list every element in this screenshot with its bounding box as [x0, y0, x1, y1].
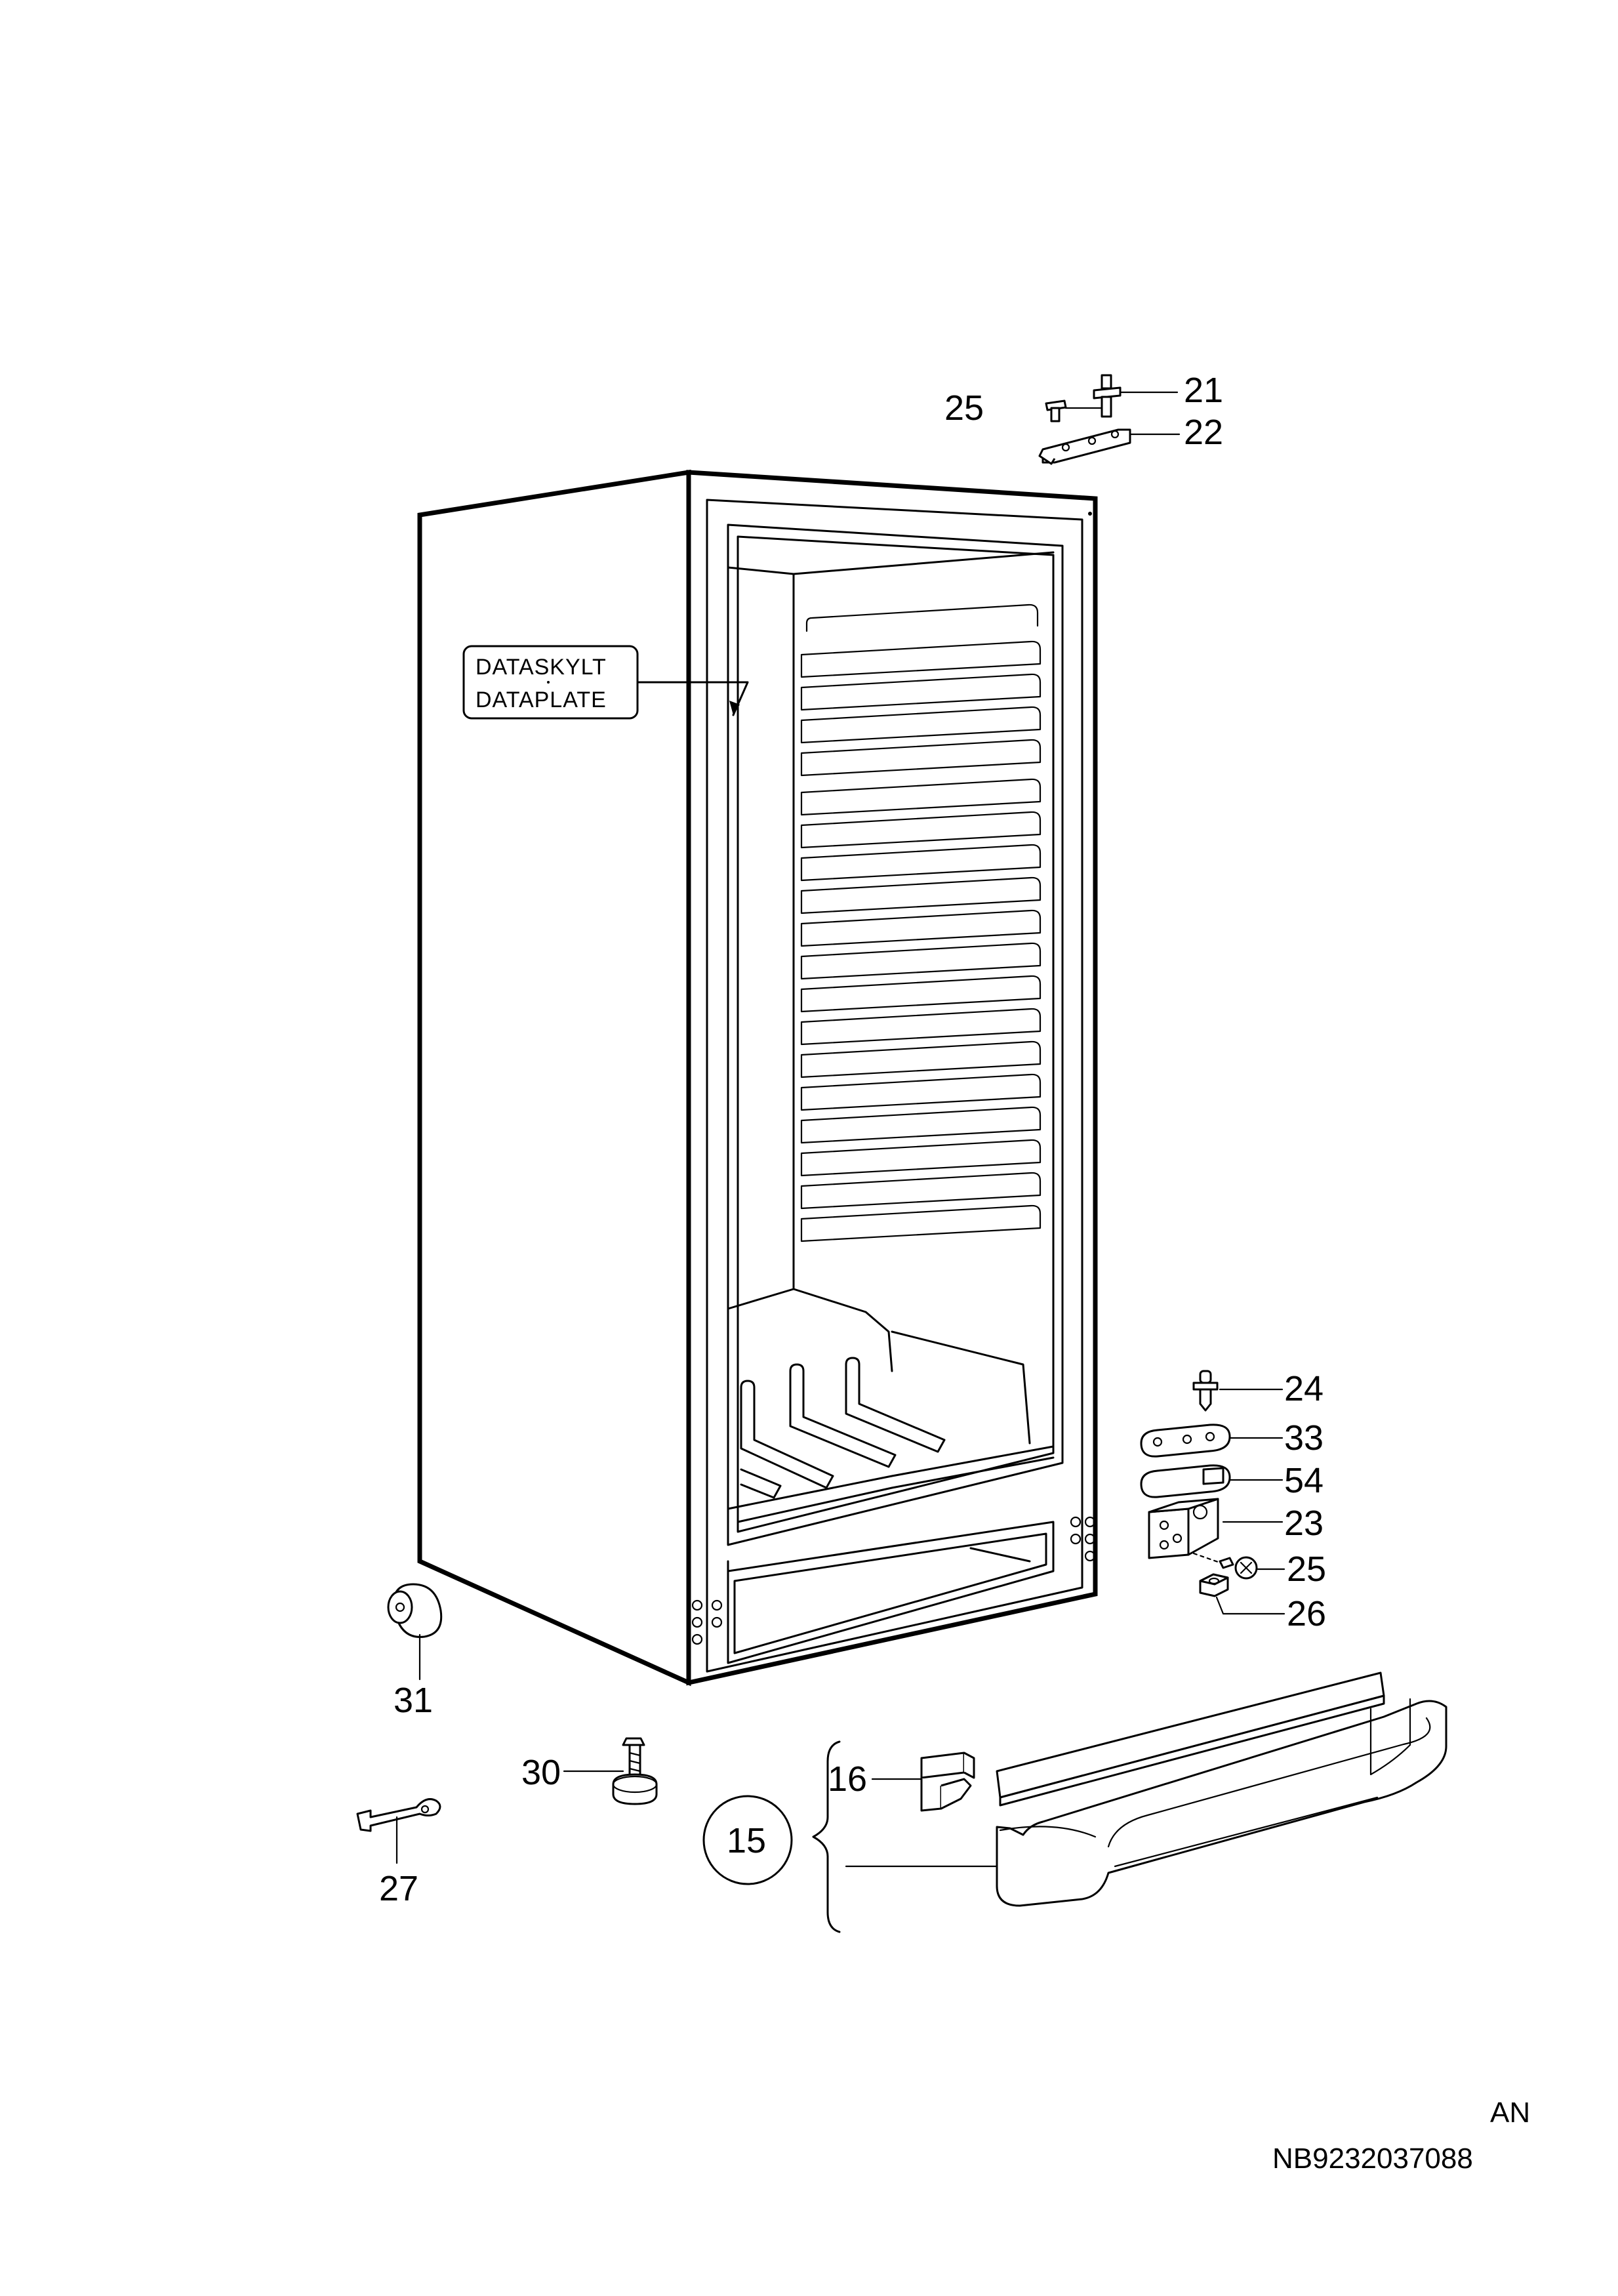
- part-27-wrench: 27: [356, 1798, 441, 1908]
- callout-25-mid: 25: [1287, 1549, 1326, 1589]
- callout-22: 22: [1184, 413, 1223, 452]
- part-30-adjustable-foot: 30: [521, 1737, 658, 1805]
- footer-code-an: AN: [1490, 2097, 1530, 2129]
- data-plate-label: DATASKYLT DATAPLATE: [462, 645, 749, 720]
- callout-54: 54: [1284, 1461, 1324, 1500]
- callout-23: 23: [1284, 1504, 1324, 1543]
- data-plate-line1: DATASKYLT: [475, 655, 607, 680]
- part-25-mid-screw: 25: [1192, 1549, 1326, 1589]
- part-26-nut: 26: [1199, 1573, 1326, 1633]
- drawing-reference: AN NB9232037088: [1272, 2097, 1530, 2175]
- lower-panel: [727, 1521, 1055, 1664]
- part-15-kickplate: [845, 1671, 1447, 1907]
- callout-26: 26: [1287, 1594, 1326, 1633]
- callout-31: 31: [394, 1681, 433, 1720]
- assembly-15-group: 15: [702, 1740, 841, 1933]
- callout-21: 21: [1184, 371, 1223, 410]
- part-22-hinge-bracket: 22: [1038, 413, 1223, 465]
- hinge-holes: [691, 512, 1096, 1645]
- callout-27: 27: [379, 1869, 418, 1908]
- shelf-ribs: [800, 604, 1042, 1242]
- part-16-clip: 16: [828, 1752, 975, 1812]
- callout-30: 30: [521, 1753, 561, 1792]
- callout-33: 33: [1284, 1418, 1324, 1458]
- part-54-hinge-washer: 54: [1140, 1461, 1324, 1500]
- part-33-hinge-plate: 33: [1140, 1418, 1324, 1458]
- footer-code-number: NB9232037088: [1272, 2142, 1473, 2175]
- part-21-hinge-pin: 21: [1093, 371, 1223, 418]
- part-25-top-screw: 25: [944, 388, 1111, 428]
- callout-24: 24: [1284, 1369, 1324, 1408]
- callout-16: 16: [828, 1759, 867, 1799]
- data-plate-line2: DATAPLATE: [475, 687, 607, 712]
- callout-15: 15: [727, 1821, 766, 1860]
- part-23-hinge-block: 23: [1148, 1498, 1324, 1559]
- callout-25-top: 25: [944, 388, 984, 428]
- part-31-bumper: 31: [387, 1583, 443, 1720]
- evaporator-coils: [740, 1357, 946, 1499]
- part-24-hinge-pin: 24: [1192, 1369, 1324, 1412]
- cabinet-body: [417, 469, 1098, 1687]
